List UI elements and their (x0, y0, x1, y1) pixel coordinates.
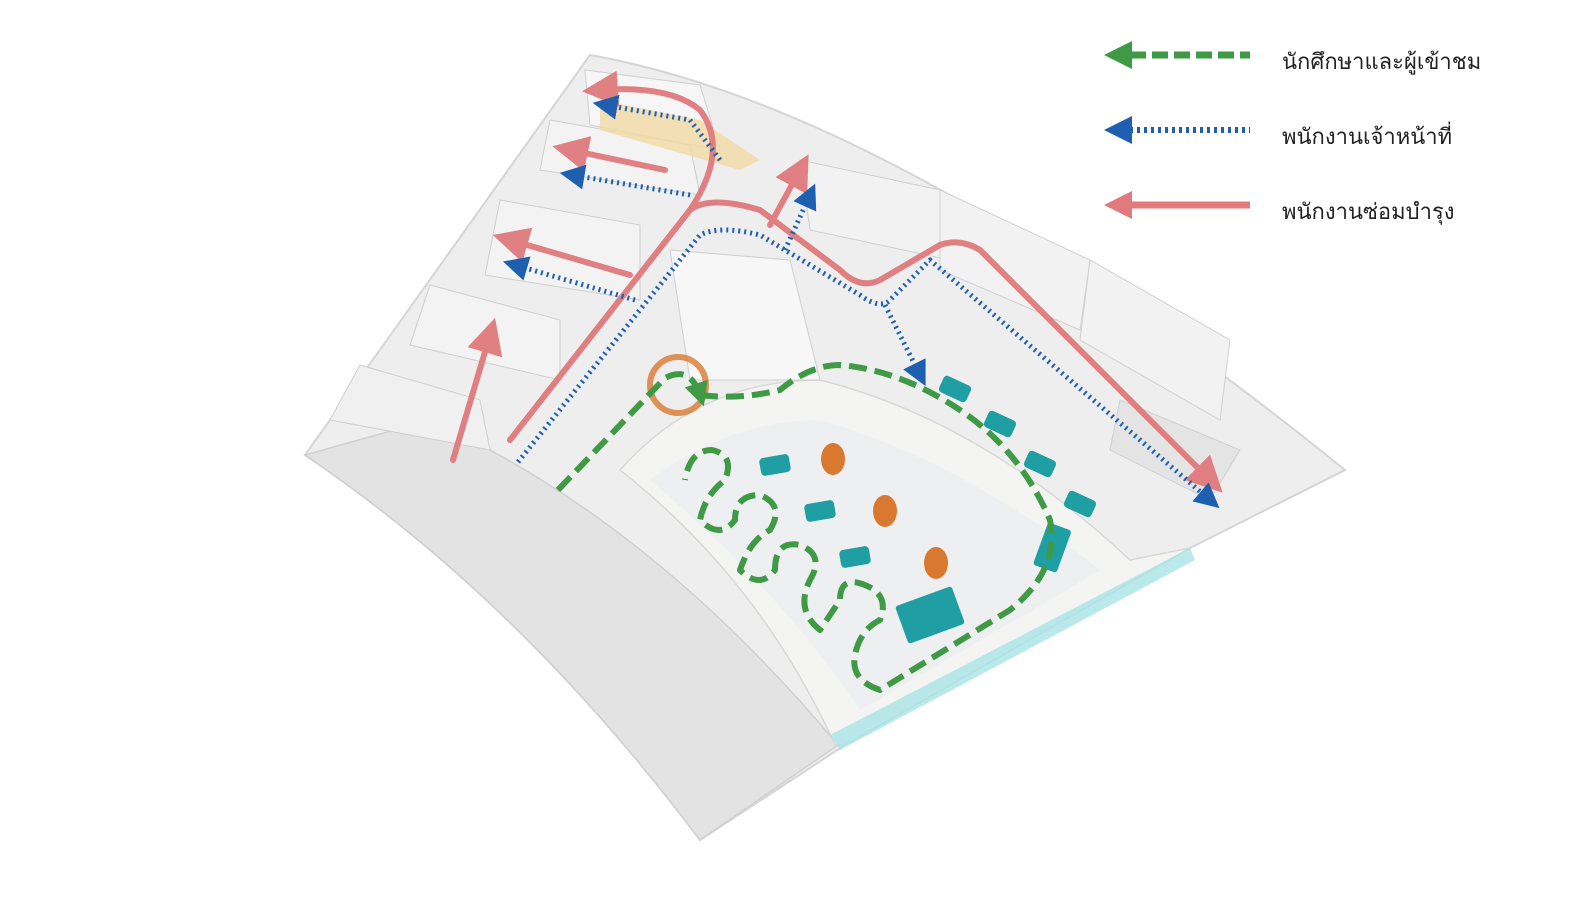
exhibition-floor-pattern (650, 420, 1100, 710)
maintenance-routes (450, 70, 1223, 493)
storage-shelves (600, 100, 760, 170)
maintenance-route-room-3 (492, 227, 633, 278)
staff-route-main (516, 227, 1220, 509)
visitor-route-entry (555, 371, 708, 493)
visitor-routes (555, 362, 1055, 693)
arrow-left-solid-icon (1104, 191, 1250, 219)
staff-route-branch (782, 183, 817, 252)
oval-exhibit (873, 495, 897, 527)
arrow-left-dotted-icon (1104, 116, 1250, 144)
legend-label-visitor: นักศึกษาและผู้เข้าชม (1282, 50, 1482, 75)
legend: นักศึกษาและผู้เข้าชม พนักงานเจ้าหน้าที่ … (1100, 30, 1570, 250)
display-case (839, 546, 871, 568)
display-case (938, 375, 972, 403)
vehicle-platform (895, 586, 965, 644)
maintenance-route-branch (767, 154, 809, 228)
glass-facade (830, 548, 1195, 750)
maintenance-route-room-2 (552, 136, 668, 173)
maintenance-route-main (507, 199, 1223, 493)
service-room-5 (329, 364, 491, 451)
oval-exhibit (924, 547, 948, 579)
display-case (804, 500, 836, 522)
maintenance-route-room-1 (582, 70, 716, 213)
arrow-left-dashed-icon (1104, 41, 1250, 69)
display-case (759, 454, 791, 476)
central-core-block (669, 249, 821, 381)
legend-label-staff: พนักงานเจ้าหน้าที่ (1282, 125, 1453, 150)
display-case (1063, 490, 1097, 518)
staff-routes (503, 94, 1220, 509)
staff-route-room-1 (592, 94, 722, 162)
maintenance-route-entry (450, 317, 503, 463)
legend-label-maintenance: พนักงานซ่อมบำรุง (1282, 200, 1455, 225)
display-case (983, 410, 1017, 438)
legend-item-visitor: นักศึกษาและผู้เข้าชม (1100, 35, 1570, 85)
staff-route-room-2 (559, 164, 691, 198)
oval-exhibit (821, 443, 845, 475)
visitor-route-tour (682, 362, 1055, 693)
legend-item-maintenance: พนักงานซ่อมบำรุง (1100, 185, 1570, 235)
display-case (1023, 450, 1057, 478)
corridor-room-3 (1079, 259, 1231, 421)
legend-item-staff: พนักงานเจ้าหน้าที่ (1100, 110, 1570, 160)
oval-exhibits (821, 443, 948, 579)
display-cases (759, 375, 1097, 644)
staff-route-hall (882, 303, 926, 387)
